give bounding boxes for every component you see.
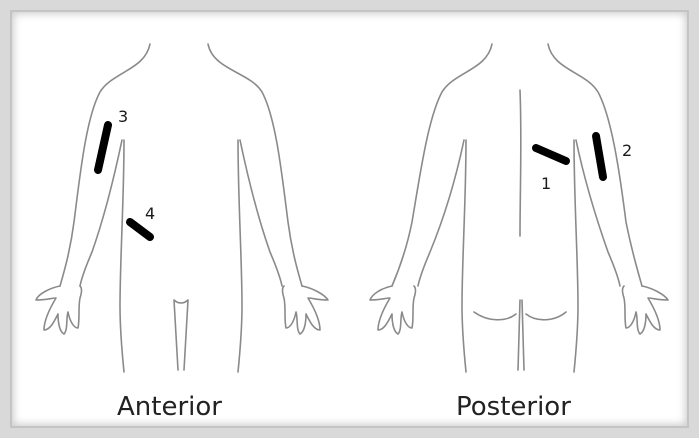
anterior-left-arm-outline <box>60 44 150 286</box>
anterior-right-hand <box>283 286 329 334</box>
site-marker-2 <box>596 136 603 177</box>
site-label-2: 2 <box>622 141 632 160</box>
site-label-4: 4 <box>145 204 155 223</box>
posterior-right-hand <box>623 286 669 334</box>
posterior-torso-right <box>574 140 578 372</box>
anterior-crotch <box>174 300 188 370</box>
posterior-left-arm-outline <box>392 44 492 286</box>
anterior-torso-left <box>120 140 124 372</box>
site-marker-4 <box>130 222 150 237</box>
anterior-torso-right <box>238 140 242 372</box>
site-label-3: 3 <box>118 107 128 126</box>
posterior-spine <box>520 90 521 236</box>
posterior-right-arm-outline <box>548 44 642 286</box>
anterior-left-hand <box>36 286 82 334</box>
posterior-left-hand <box>370 286 416 334</box>
posterior-caption: Posterior <box>456 392 571 422</box>
posterior-buttocks <box>474 300 566 370</box>
posterior-left-inner-arm <box>418 140 464 286</box>
site-marker-3 <box>98 125 108 170</box>
site-label-1: 1 <box>541 174 551 193</box>
posterior-torso-left <box>462 140 466 372</box>
anterior-figure <box>36 44 328 372</box>
anterior-right-arm-outline <box>208 44 302 286</box>
anterior-caption: Anterior <box>117 392 222 422</box>
site-marker-1 <box>536 148 566 161</box>
anterior-right-inner-arm <box>240 140 282 286</box>
posterior-figure <box>370 44 668 372</box>
